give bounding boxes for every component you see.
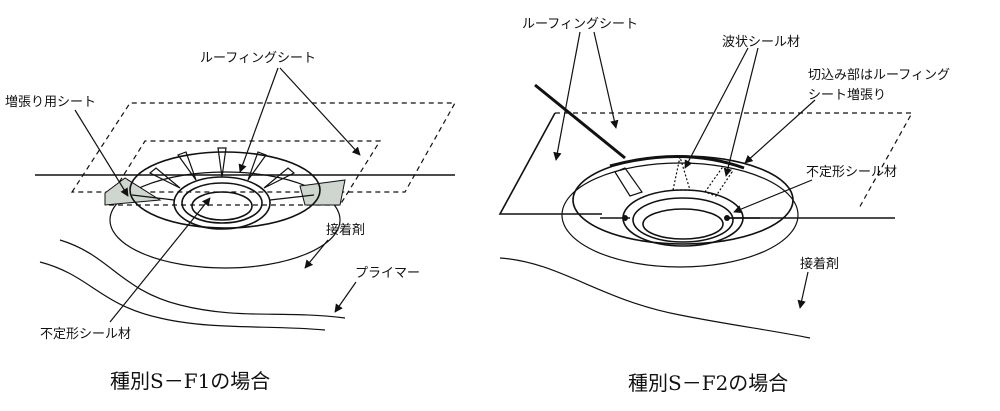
figure-s-f2: ルーフィングシート 波状シール材 切込み部はルーフィング シート増張り 不定形シ… (498, 17, 950, 395)
label-roofing-sheet: ルーフィングシート (200, 51, 316, 66)
leader-sealant (109, 197, 211, 323)
leader-reinforcement-sheet (74, 109, 129, 197)
sheet-edge (498, 112, 602, 215)
leader-corrugated-1 (684, 47, 749, 169)
primer-wave-line (59, 239, 346, 319)
leader-primer (334, 281, 357, 313)
flange-ring-outer (129, 151, 321, 229)
leader-adhesive-right (797, 271, 809, 309)
leader-adhesive (304, 239, 329, 269)
label-cut-part-line2: シート増張り (808, 88, 886, 103)
leader-roofing-2 (593, 31, 619, 129)
flange-ring (572, 155, 794, 245)
corrugated-seal-spokes (614, 156, 733, 197)
leader-sealant-right (733, 179, 813, 214)
drain-ring-2 (181, 182, 263, 224)
roofing-sheet-thick (534, 83, 626, 160)
adhesive-ring (561, 162, 799, 268)
leader-corrugated-2 (723, 47, 759, 177)
caption-s-f2: 種別S－F2の場合 (628, 371, 788, 395)
roofing-sheet-outline (103, 140, 382, 206)
drain-ring-c (642, 208, 724, 240)
label-cut-part-line1: 切込み部はルーフィング (808, 68, 950, 83)
sheet-shading-right (299, 179, 346, 206)
sheet-outline (555, 112, 914, 211)
sealant-spokes (131, 147, 315, 201)
leader-roofing-sheet-2 (279, 67, 361, 156)
ground-line (499, 257, 811, 339)
label-sealant: 不定形シール材 (40, 327, 131, 342)
drain-ring-b (632, 197, 734, 243)
label-corrugated-seal: 波状シール材 (722, 35, 800, 50)
label-roofing-sheet-right: ルーフィングシート (522, 17, 638, 32)
label-primer: プライマー (355, 266, 420, 281)
leader-roofing-sheet-1 (238, 67, 279, 173)
sheet-shading (104, 177, 162, 206)
primer-wave-line-2 (39, 261, 326, 331)
label-adhesive-right: 接着剤 (800, 256, 839, 272)
leader-roofing-1 (553, 31, 581, 161)
reinforcement-sheet-outline (70, 102, 457, 193)
label-adhesive: 接着剤 (326, 222, 365, 238)
figure-s-f1: ルーフィングシート 増張り用シート 接着剤 プライマー 不定形シール材 種別S－… (5, 51, 457, 393)
adhesive-area (109, 171, 341, 269)
leader-cut-part (744, 99, 816, 164)
label-sealant-right: 不定形シール材 (806, 165, 897, 180)
label-reinforcement-sheet: 増張り用シート (5, 95, 96, 110)
drain-ring-1 (173, 176, 271, 230)
seal-arc (609, 155, 745, 170)
caption-s-f1: 種別S－F1の場合 (110, 369, 270, 393)
drain-ring-3 (191, 191, 253, 221)
